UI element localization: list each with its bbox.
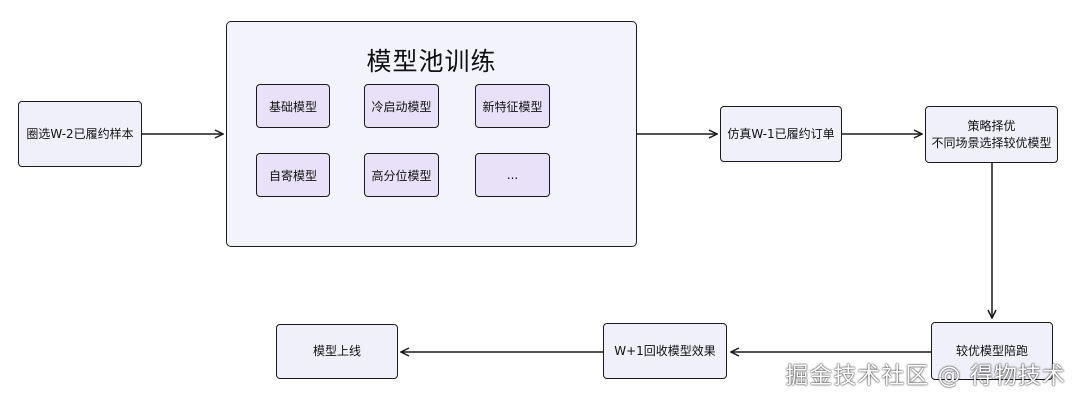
strategy-title: 策略择优 [967, 118, 1016, 133]
base-model-node: 基础模型 [256, 84, 330, 128]
more-models-node: ... [475, 153, 550, 197]
high-quantile-model-label: 高分位模型 [371, 168, 432, 183]
recall-effect-label: W+1回收模型效果 [614, 343, 716, 358]
strategy-node: 策略择优 不同场景选择较优模型 [925, 106, 1058, 163]
simulate-orders-node: 仿真W-1已履约订单 [720, 106, 842, 162]
more-models-label: ... [506, 168, 519, 182]
self-send-model-node: 自寄模型 [256, 153, 330, 197]
select-samples-node: 圈选W-2已履约样本 [18, 101, 142, 167]
cold-start-model-node: 冷启动模型 [364, 84, 439, 128]
self-send-model-label: 自寄模型 [268, 168, 317, 183]
model-online-label: 模型上线 [312, 344, 361, 358]
strategy-subtitle: 不同场景选择较优模型 [931, 135, 1052, 150]
simulate-orders-label: 仿真W-1已履约订单 [727, 126, 835, 141]
model-pool-title: 模型池训练 [366, 47, 497, 76]
cold-start-model-label: 冷启动模型 [371, 99, 432, 114]
model-pool-container: 模型池训练 [226, 21, 637, 247]
watermark-text: 掘金技术社区 @ 得物技术 [785, 363, 1066, 389]
shadow-run-label: 较优模型陪跑 [955, 343, 1028, 358]
model-online-node: 模型上线 [276, 324, 398, 379]
new-feature-model-label: 新特征模型 [482, 99, 543, 114]
new-feature-model-node: 新特征模型 [475, 84, 550, 128]
select-samples-label: 圈选W-2已履约样本 [26, 126, 134, 141]
recall-effect-node: W+1回收模型效果 [603, 323, 727, 379]
base-model-label: 基础模型 [268, 99, 317, 114]
shadow-run-node: 较优模型陪跑 [931, 322, 1053, 380]
high-quantile-model-node: 高分位模型 [364, 153, 439, 197]
